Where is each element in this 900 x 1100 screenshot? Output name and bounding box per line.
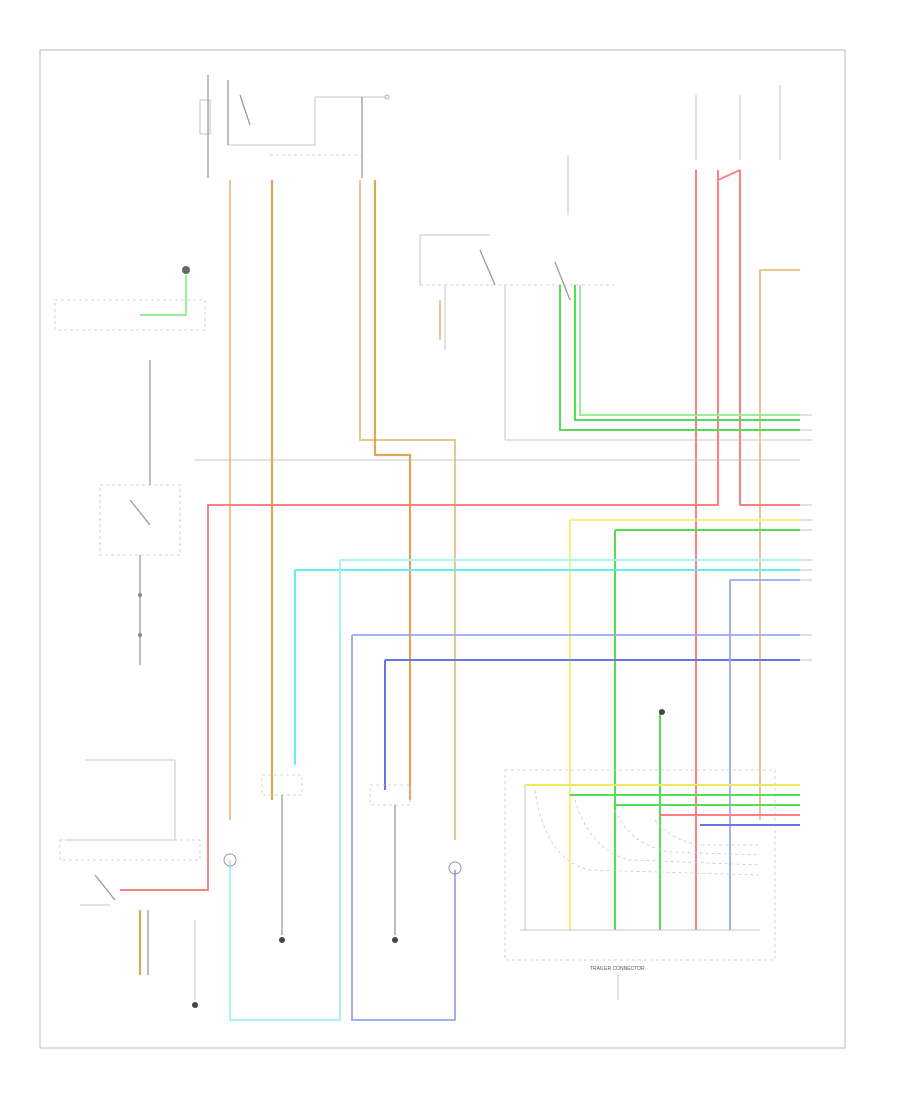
fuse-block-top-left xyxy=(199,75,390,178)
left-front-lamps xyxy=(223,774,303,943)
right-front-lamps xyxy=(369,784,462,943)
diagram-frame xyxy=(39,49,846,1049)
stop-lamp-switch xyxy=(59,759,201,1008)
fuse-block-top-right xyxy=(567,85,781,215)
right-terminals xyxy=(800,414,812,661)
turn-signal-switch xyxy=(419,234,800,441)
trailer-connector-label: TRAILER CONNECTOR xyxy=(590,966,645,972)
hazard-switch xyxy=(99,360,181,665)
brake-switch xyxy=(54,266,206,331)
trailer-connector: TRAILER CONNECTOR xyxy=(504,709,800,1000)
